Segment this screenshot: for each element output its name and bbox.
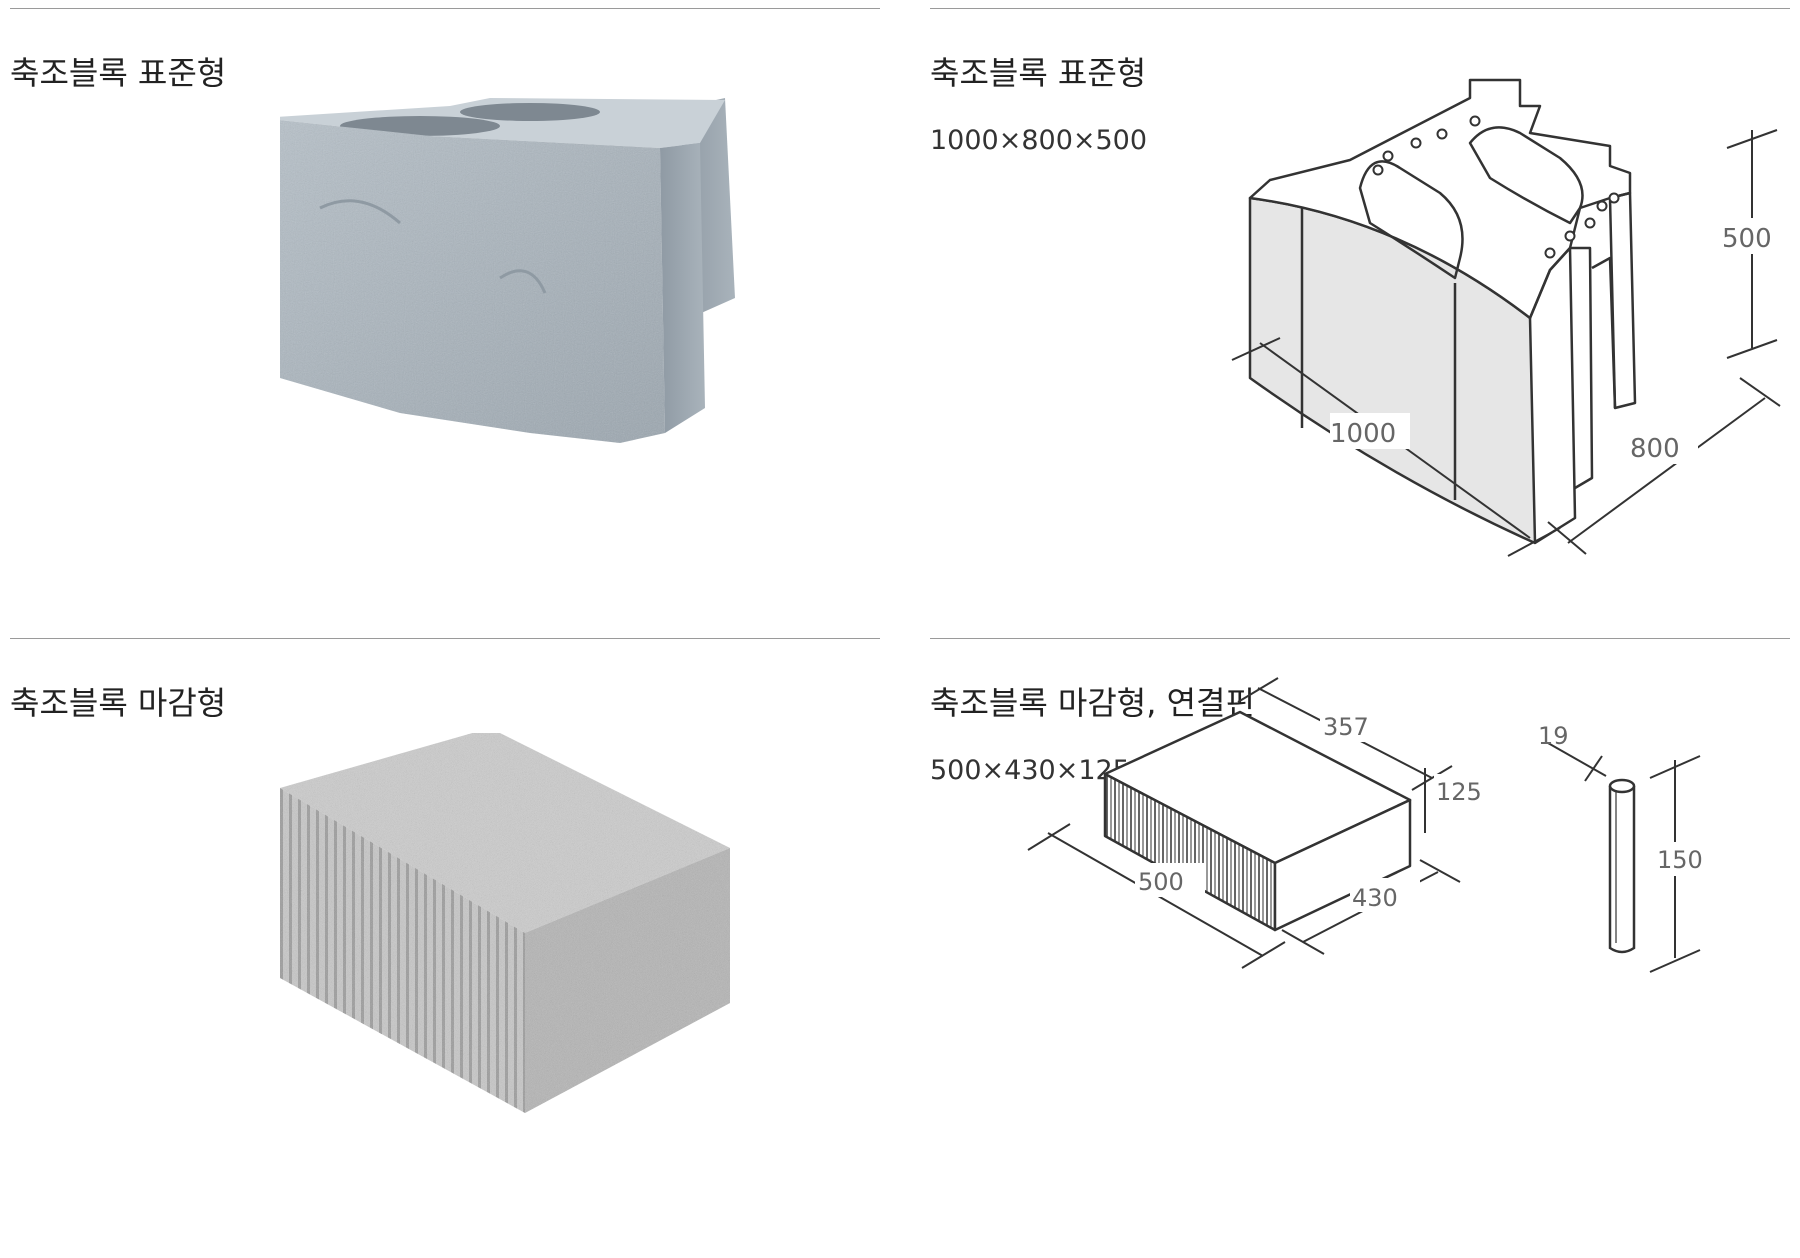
divider bbox=[930, 8, 1790, 9]
dim-line-depth bbox=[1567, 397, 1766, 544]
dim-label-depth: 430 bbox=[1352, 884, 1398, 912]
dim-label-bg bbox=[1656, 842, 1714, 876]
side-face bbox=[1570, 246, 1594, 490]
block-crack bbox=[499, 269, 547, 294]
pin-hole bbox=[1382, 150, 1394, 162]
block-top-cavity bbox=[460, 103, 600, 121]
dim-label-pin-diameter: 19 bbox=[1538, 722, 1569, 750]
divider bbox=[10, 8, 880, 9]
pin-hole bbox=[1608, 192, 1620, 204]
dim-label-front: 500 bbox=[1138, 868, 1184, 896]
granite-texture bbox=[280, 733, 730, 1113]
dim-label-width: 1000 bbox=[1330, 419, 1396, 449]
block-crack bbox=[319, 199, 401, 225]
dim-tick bbox=[1649, 949, 1701, 973]
pin-hole bbox=[1410, 137, 1422, 149]
dim-label-pin-height: 150 bbox=[1657, 846, 1703, 874]
dim-label-depth: 800 bbox=[1630, 434, 1680, 464]
divider bbox=[930, 638, 1790, 639]
product-catalog: 축조블록 표준형 bbox=[10, 8, 1790, 1113]
dim-label-bg bbox=[1628, 428, 1698, 464]
dim-tick bbox=[1231, 337, 1281, 361]
side-face bbox=[1591, 256, 1617, 409]
panel-title: 축조블록 표준형 bbox=[930, 54, 1147, 92]
pin-hole bbox=[1469, 115, 1481, 127]
dim-tick bbox=[1241, 941, 1286, 969]
finish-block-drawing: 357 500 430 125 19 150 bbox=[1027, 677, 1714, 973]
block-top-surface bbox=[280, 98, 725, 148]
standard-block-photo bbox=[280, 98, 735, 443]
dim-label-bg bbox=[1720, 218, 1784, 254]
dim-tick bbox=[1281, 929, 1325, 955]
panel-finish-drawing: 축조블록 마감형, 연결핀 500×430×125 bbox=[930, 638, 1790, 1258]
dim-tick bbox=[1411, 765, 1453, 791]
block-texture bbox=[280, 120, 665, 443]
pin-hole bbox=[1544, 247, 1556, 259]
dim-tick bbox=[1726, 129, 1778, 149]
pin-hole bbox=[1436, 128, 1448, 140]
dimension-spec: 500×430×125 bbox=[930, 755, 1130, 786]
panel-title: 축조블록 마감형 bbox=[10, 684, 227, 722]
pin-body bbox=[1608, 786, 1636, 954]
dim-label-bg bbox=[1350, 878, 1420, 912]
pin-top bbox=[1608, 778, 1636, 794]
top-outline bbox=[1248, 78, 1632, 320]
panel-title: 축조블록 표준형 bbox=[10, 54, 227, 92]
dim-tick bbox=[1237, 677, 1279, 703]
cavity-left bbox=[1358, 160, 1464, 280]
dim-tick bbox=[1649, 755, 1701, 779]
dim-line-pin-diameter bbox=[1547, 742, 1607, 777]
slab-side bbox=[1273, 798, 1412, 932]
dim-label-height: 125 bbox=[1436, 778, 1482, 806]
dim-label-bg bbox=[1320, 708, 1390, 742]
dim-tick bbox=[1507, 527, 1561, 557]
dim-tick bbox=[1027, 823, 1071, 851]
panel-standard-drawing: 축조블록 표준형 1000×800×500 bbox=[930, 8, 1790, 628]
pin-hole bbox=[1584, 217, 1596, 229]
dim-tick bbox=[1547, 521, 1587, 555]
panel-standard-photo: 축조블록 표준형 bbox=[10, 8, 880, 628]
standard-block-drawing: 1000 800 500 bbox=[1231, 78, 1784, 557]
divider bbox=[10, 638, 880, 639]
block-side-face bbox=[660, 143, 705, 433]
panel-finish-photo: 축조블록 마감형 bbox=[10, 638, 880, 1258]
pin-hole bbox=[1372, 164, 1384, 176]
panel-title: 축조블록 마감형, 연결핀 bbox=[930, 684, 1255, 722]
dim-label-height: 500 bbox=[1722, 224, 1772, 254]
dimension-spec: 1000×800×500 bbox=[930, 125, 1148, 156]
dim-tick bbox=[1584, 755, 1603, 782]
dim-label-top: 357 bbox=[1323, 713, 1369, 741]
pin-hole bbox=[1564, 230, 1576, 242]
finish-block-photo bbox=[280, 733, 730, 1113]
cavity-right bbox=[1468, 126, 1584, 225]
dim-tick bbox=[1739, 377, 1781, 407]
dim-label-bg bbox=[1135, 863, 1205, 897]
dim-label-bg bbox=[1434, 774, 1500, 808]
dim-tick bbox=[1419, 859, 1461, 883]
pin-hole bbox=[1596, 200, 1608, 212]
dim-label-bg bbox=[1330, 413, 1410, 449]
dim-tick bbox=[1726, 339, 1778, 359]
